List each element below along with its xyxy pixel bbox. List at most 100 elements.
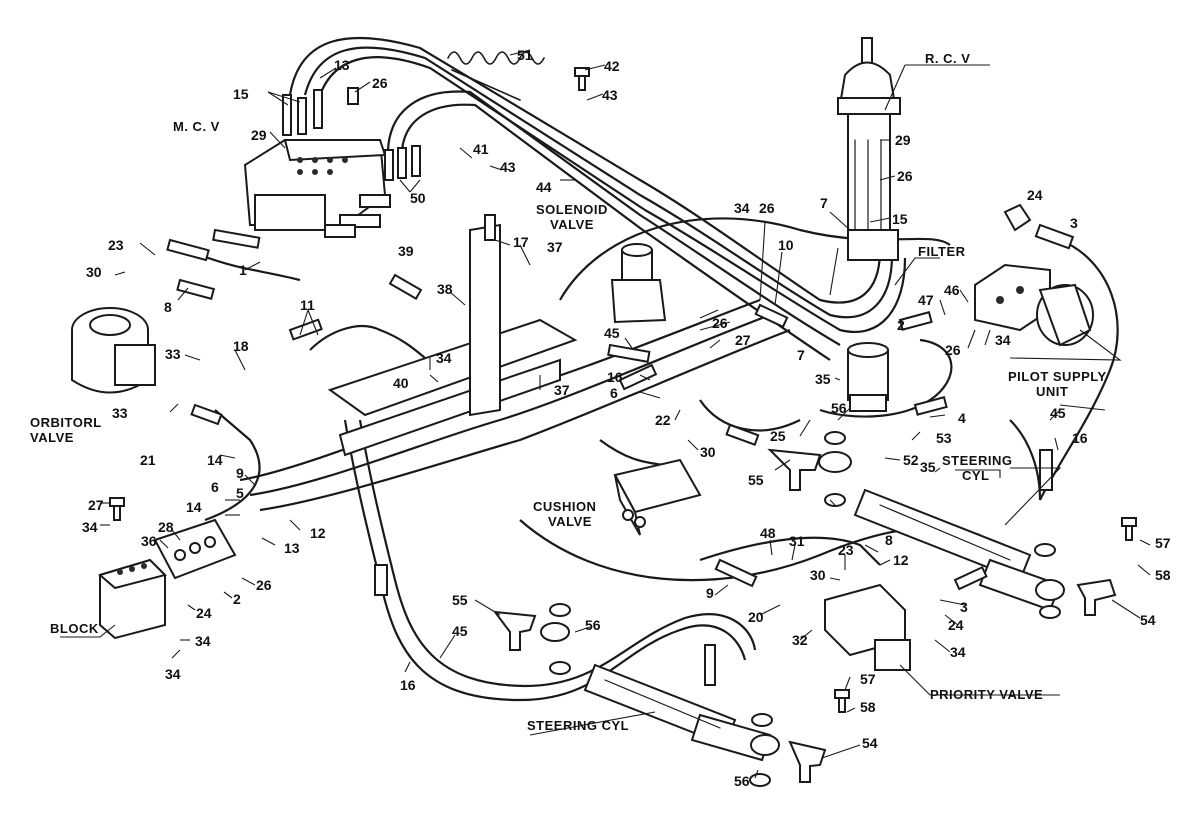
callout-26d: 26 xyxy=(256,577,272,593)
frame-bracket xyxy=(327,214,578,457)
callout-54a: 54 xyxy=(1140,612,1156,628)
callout-10: 10 xyxy=(778,237,794,253)
hose-lines xyxy=(199,36,1119,702)
callout-14b: 14 xyxy=(186,499,202,515)
callout-12a: 12 xyxy=(310,525,326,541)
callout-7a: 7 xyxy=(797,347,805,363)
callout-33a: 33 xyxy=(165,346,181,362)
component-labels: M. C. V R. C. V SOLENOID VALVE FILTER PI… xyxy=(30,51,1107,733)
callout-23a: 23 xyxy=(108,237,124,253)
callout-58a: 58 xyxy=(1155,567,1171,583)
label-pilot-2: UNIT xyxy=(1036,384,1068,399)
label-orbitorl-1: ORBITORL xyxy=(30,415,102,430)
callout-34b: 34 xyxy=(436,350,452,366)
callout-26e: 26 xyxy=(897,168,913,184)
callout-34f: 34 xyxy=(165,666,181,682)
callout-30b: 30 xyxy=(700,444,716,460)
callout-3a: 3 xyxy=(1070,215,1078,231)
label-solenoid-1: SOLENOID xyxy=(536,202,608,217)
callout-43b: 43 xyxy=(500,159,516,175)
callout-39: 39 xyxy=(398,243,414,259)
callout-15: 15 xyxy=(233,86,249,102)
spring-51 xyxy=(447,51,545,101)
solenoid-valve xyxy=(610,243,667,324)
callout-34e: 34 xyxy=(195,633,211,649)
pivot-brackets xyxy=(492,448,1117,783)
callout-11: 11 xyxy=(300,297,315,313)
callout-16a: 16 xyxy=(607,369,623,385)
callout-53: 53 xyxy=(936,430,952,446)
callout-34c: 34 xyxy=(995,332,1011,348)
callout-22: 22 xyxy=(655,412,671,428)
callout-6a: 6 xyxy=(610,385,618,401)
orbitorl-valve xyxy=(71,307,156,394)
block xyxy=(97,558,167,640)
label-orbitorl-2: VALVE xyxy=(30,430,74,445)
callout-16b: 16 xyxy=(400,677,416,693)
callout-56a: 56 xyxy=(831,400,847,416)
callout-29b: 29 xyxy=(895,132,911,148)
steering-cylinder-right xyxy=(853,488,1065,612)
callout-40: 40 xyxy=(393,375,409,391)
callout-23b: 23 xyxy=(838,542,854,558)
callout-6b: 6 xyxy=(211,479,219,495)
callout-17: 17 xyxy=(513,234,529,250)
remote-control-valve xyxy=(837,37,901,261)
label-steering-right-1: STEERING xyxy=(942,453,1012,468)
leader-lines xyxy=(60,49,1151,779)
callout-29: 29 xyxy=(251,127,267,143)
label-solenoid-2: VALVE xyxy=(550,217,594,232)
callout-34g: 34 xyxy=(950,644,966,660)
label-cushion-2: VALVE xyxy=(548,514,592,529)
label-pilot-1: PILOT SUPPLY xyxy=(1008,369,1107,384)
callout-9b: 9 xyxy=(706,585,714,601)
callout-35b: 35 xyxy=(920,459,936,475)
main-control-valve xyxy=(243,139,391,238)
label-steering-right-2: CYL xyxy=(962,468,990,483)
callout-24a: 24 xyxy=(1027,187,1043,203)
callout-24b: 24 xyxy=(196,605,212,621)
callout-20: 20 xyxy=(748,609,764,625)
callout-42: 42 xyxy=(604,58,620,74)
callout-37a: 37 xyxy=(547,239,563,255)
callout-33b: 33 xyxy=(112,405,128,421)
callout-1: 1 xyxy=(239,262,247,278)
callout-55a: 55 xyxy=(748,472,764,488)
callout-50: 50 xyxy=(410,190,426,206)
callout-26: 26 xyxy=(372,75,388,91)
callout-13b: 13 xyxy=(284,540,300,556)
callout-47: 47 xyxy=(918,292,934,308)
callout-26b: 26 xyxy=(712,315,728,331)
callout-56c: 56 xyxy=(734,773,750,789)
callout-24c: 24 xyxy=(948,617,964,633)
callout-26a: 26 xyxy=(759,200,775,216)
callout-12b: 12 xyxy=(893,552,909,568)
callout-8b: 8 xyxy=(885,532,893,548)
label-block: BLOCK xyxy=(50,621,99,636)
part-callouts: 51 42 43 13 15 26 29 41 43 44 50 34 26 1… xyxy=(82,47,1171,789)
callout-51: 51 xyxy=(517,47,533,63)
callout-21: 21 xyxy=(140,452,156,468)
label-rcv: R. C. V xyxy=(925,51,970,66)
washers xyxy=(540,431,1061,787)
label-steering-bottom: STEERING CYL xyxy=(527,718,629,733)
priority-valve xyxy=(824,583,911,671)
callout-34a: 34 xyxy=(734,200,750,216)
callout-34d: 34 xyxy=(82,519,98,535)
callout-57a: 57 xyxy=(1155,535,1171,551)
callout-45b: 45 xyxy=(452,623,468,639)
callout-32: 32 xyxy=(792,632,808,648)
callout-46: 46 xyxy=(944,282,960,298)
callout-26c: 26 xyxy=(945,342,961,358)
callout-56b: 56 xyxy=(585,617,601,633)
callout-30c: 30 xyxy=(810,567,826,583)
label-priority-valve: PRIORITY VALVE xyxy=(930,687,1043,702)
callout-31: 31 xyxy=(789,533,805,549)
callout-43: 43 xyxy=(602,87,618,103)
callout-45a: 45 xyxy=(604,325,620,341)
label-cushion-1: CUSHION xyxy=(533,499,596,514)
callout-54b: 54 xyxy=(862,735,878,751)
callout-14a: 14 xyxy=(207,452,223,468)
pilot-supply-unit xyxy=(974,263,1094,347)
